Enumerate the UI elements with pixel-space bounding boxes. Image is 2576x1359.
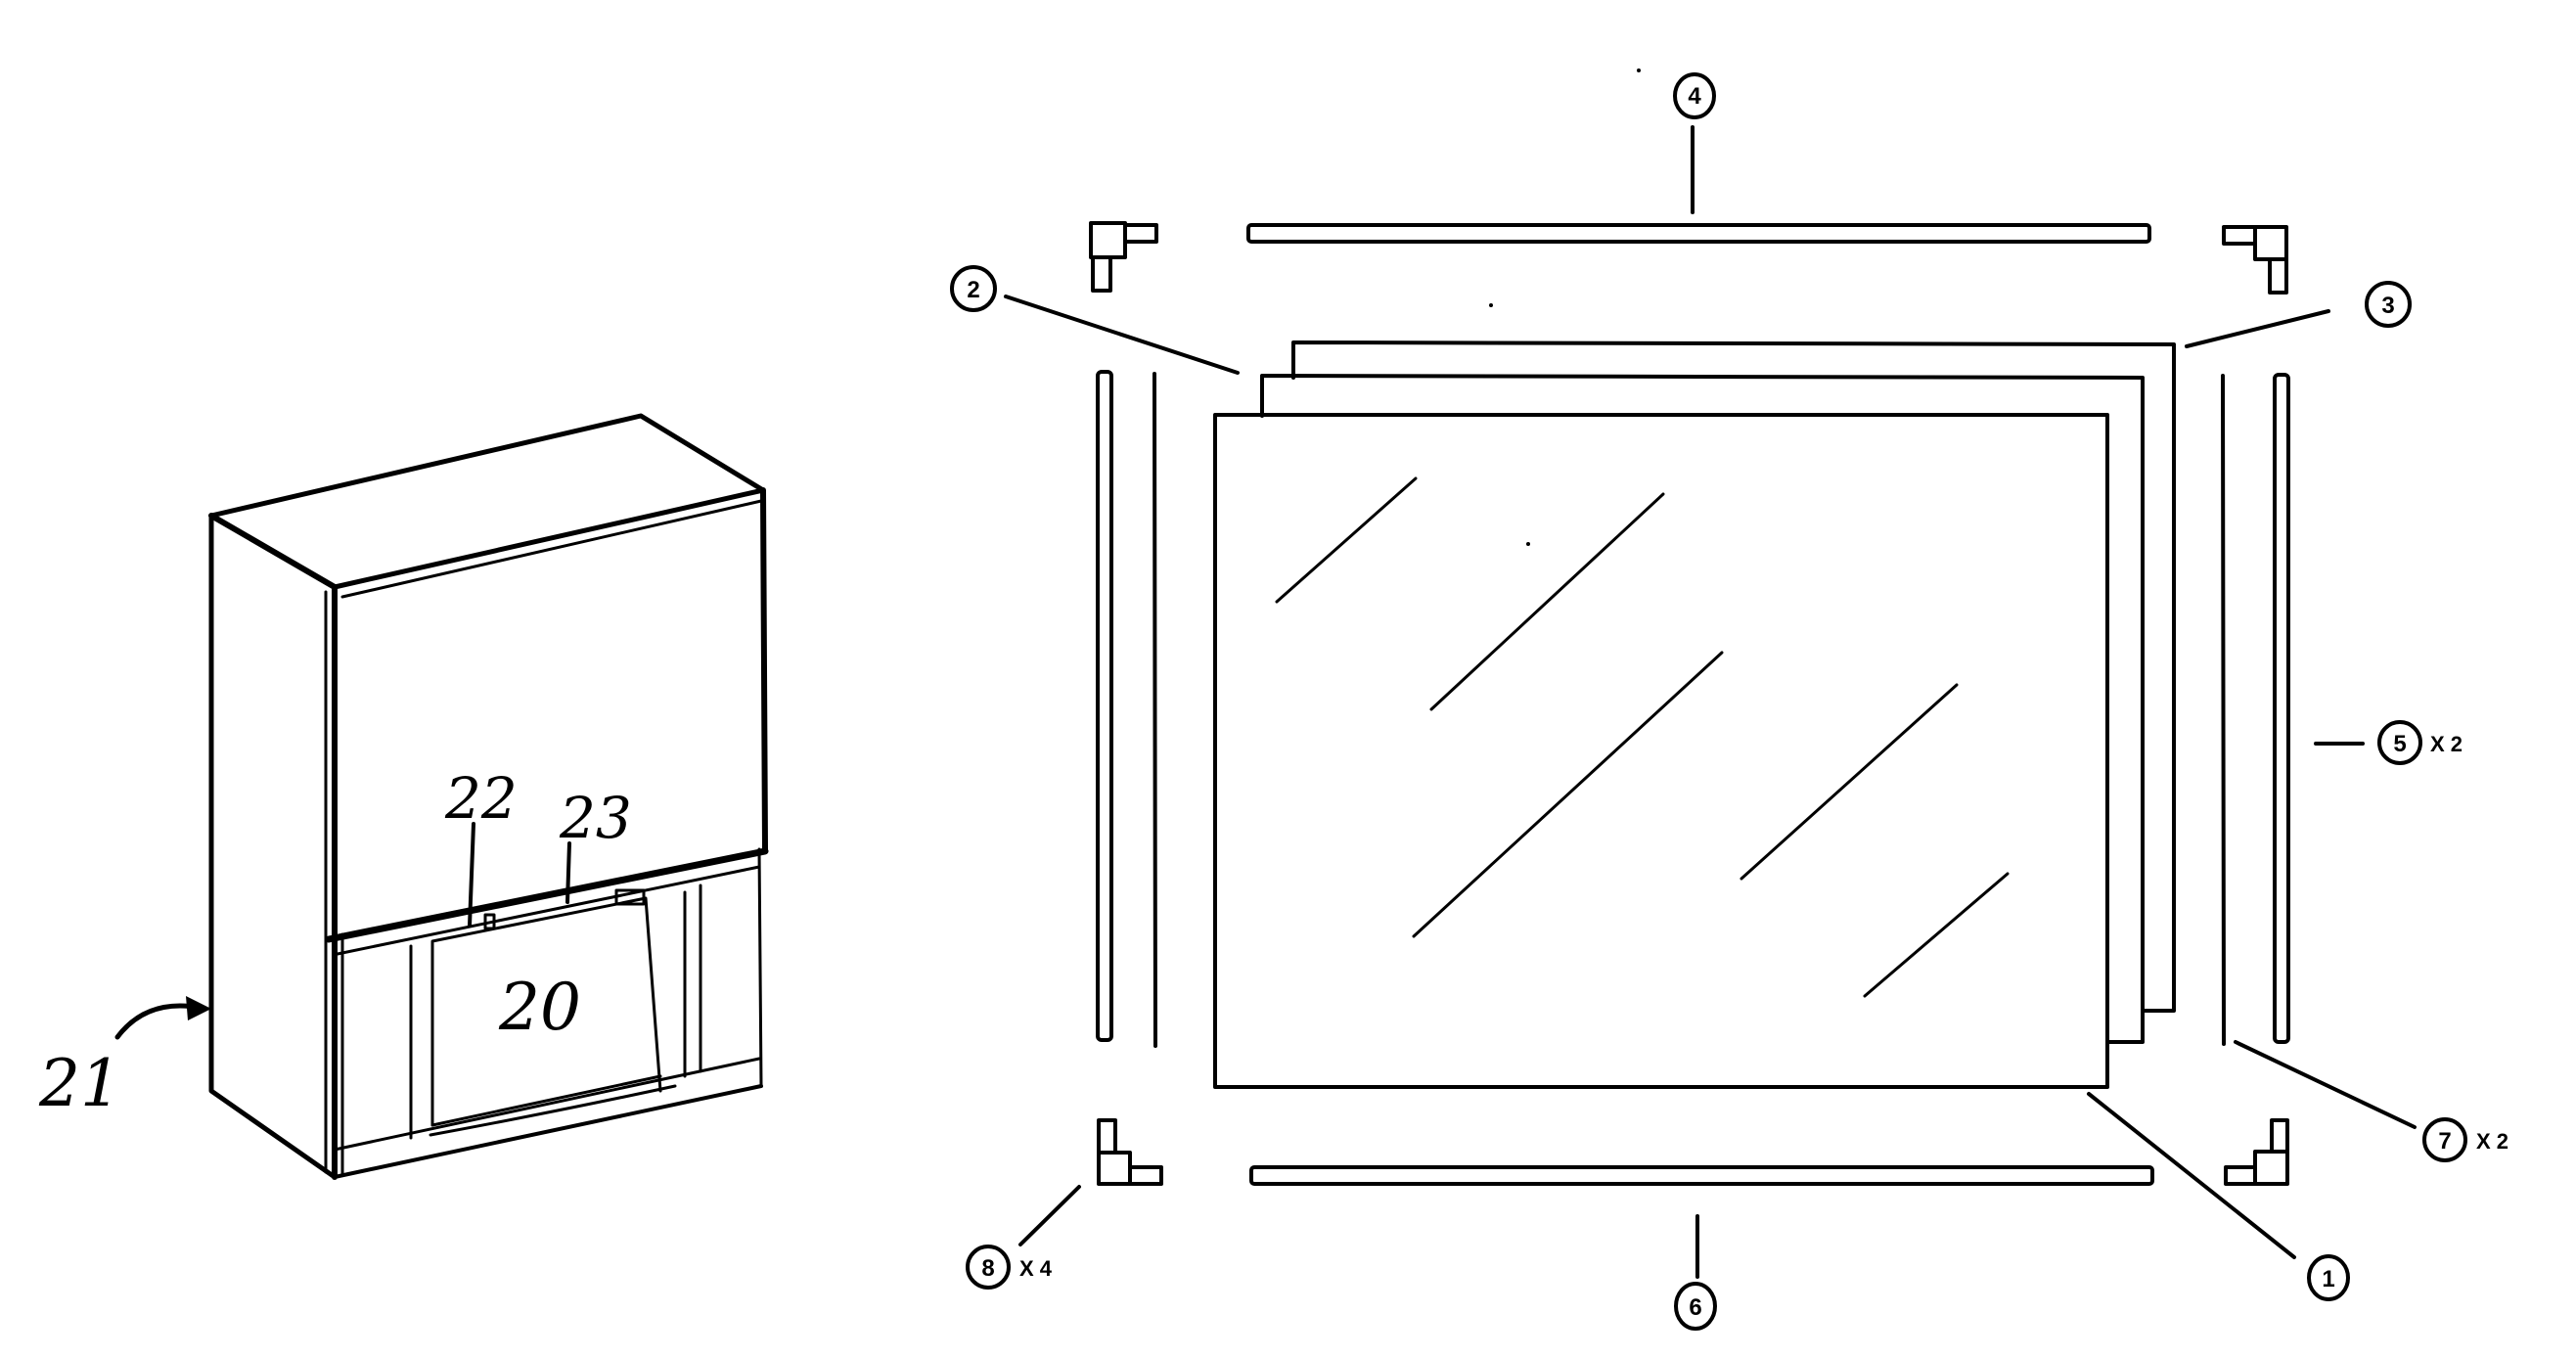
arrow-head-icon [186, 996, 211, 1020]
label-23: 23 [559, 785, 632, 851]
leader-8 [1018, 1185, 1081, 1246]
corner-bracket-bottom-left [1097, 1118, 1163, 1186]
leader-3 [2185, 309, 2330, 348]
svg-text:1: 1 [2322, 1266, 2334, 1292]
right-side-rail [2273, 373, 2290, 1044]
corner-bracket-top-right [2222, 225, 2288, 294]
right-thin-strip [2221, 374, 2226, 1046]
leader-1 [2087, 1092, 2296, 1259]
svg-text:6: 6 [1689, 1294, 1701, 1321]
label-20: 20 [498, 970, 581, 1045]
svg-text:4: 4 [1688, 83, 1701, 110]
callout-6: 6 [1674, 1282, 1717, 1331]
svg-text:2: 2 [967, 277, 979, 303]
bottom-rail [1249, 1165, 2154, 1186]
leader-22 [468, 822, 475, 928]
left-thin-strip [1152, 372, 1157, 1048]
tv-cabinet-drawing: 21 20 22 23 [38, 413, 769, 1180]
exploded-assembly: 4 2 3 5 X 2 7 X 2 1 6 8 [950, 68, 2508, 1331]
corner-bracket-bottom-right [2224, 1118, 2289, 1186]
leader-2 [1004, 294, 1240, 375]
glass-reflection-lines [1275, 476, 2010, 998]
top-rail [1246, 223, 2151, 244]
callout-8: 8 X 4 [966, 1245, 1053, 1290]
callout-3: 3 [2365, 281, 2412, 328]
callout-5: 5 X 2 [2377, 720, 2463, 765]
back-panel [1291, 340, 2176, 1013]
callout-2: 2 [950, 265, 997, 312]
svg-text:7: 7 [2438, 1128, 2451, 1155]
svg-text:X 2: X 2 [2476, 1129, 2508, 1154]
leader-23 [565, 841, 571, 904]
cabinet-side-face [208, 513, 338, 1180]
svg-text:5: 5 [2393, 731, 2406, 757]
front-glass-panel [1213, 413, 2109, 1089]
left-side-rail [1096, 370, 1113, 1042]
corner-bracket-top-left [1089, 221, 1158, 293]
callout-4: 4 [1673, 72, 1716, 119]
middle-panel [1260, 374, 2145, 1044]
svg-text:X 4: X 4 [1019, 1256, 1053, 1281]
callout-7: 7 X 2 [2422, 1117, 2508, 1162]
svg-text:X 2: X 2 [2430, 732, 2463, 756]
svg-text:3: 3 [2381, 293, 2394, 319]
label-22: 22 [444, 765, 518, 832]
callout-1: 1 [2307, 1254, 2350, 1301]
leader-7 [2234, 1040, 2417, 1129]
label-21: 21 [38, 1046, 121, 1121]
svg-text:8: 8 [981, 1255, 994, 1282]
